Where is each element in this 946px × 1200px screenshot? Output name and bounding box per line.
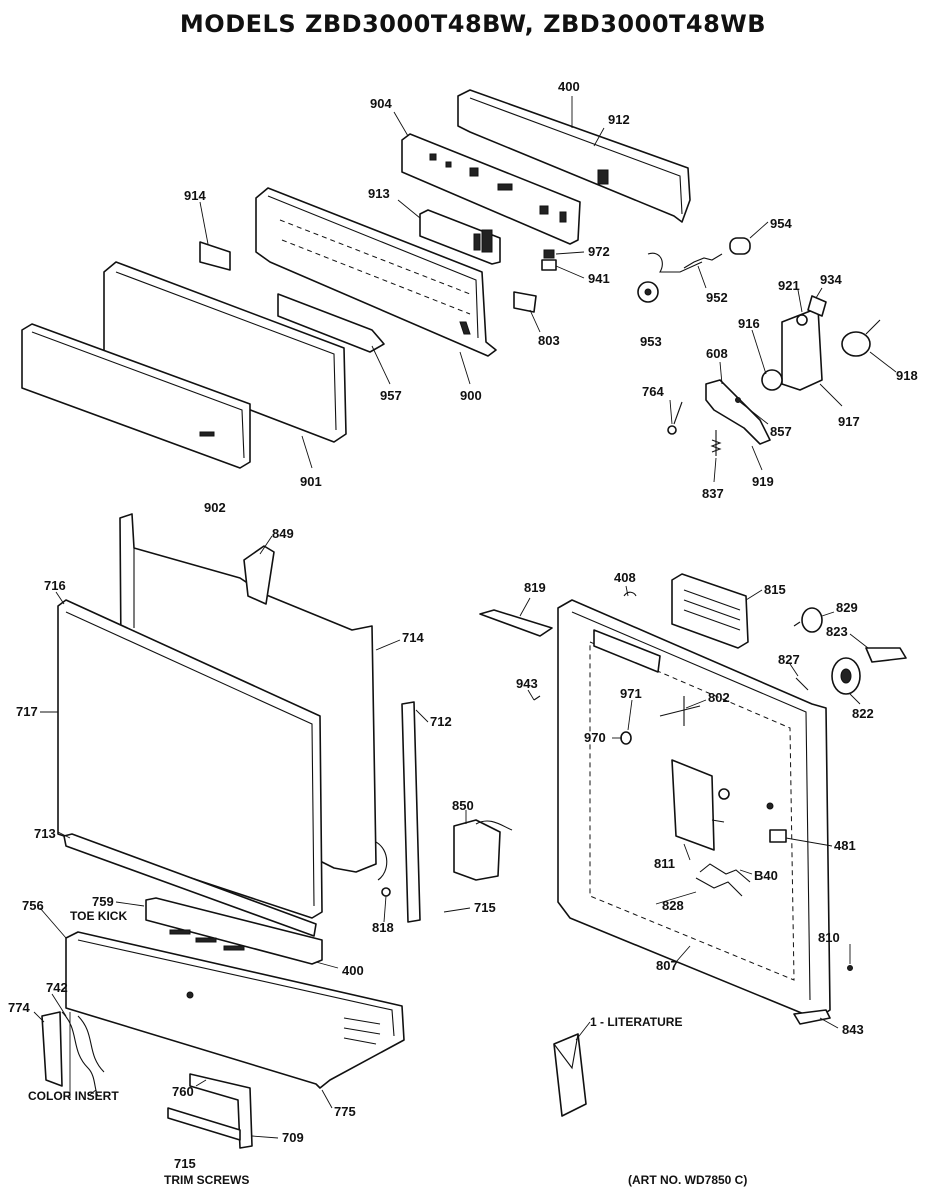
part-712-side-trim xyxy=(401,701,421,923)
parts-829-823-822-827 xyxy=(793,607,907,695)
part-957-strip xyxy=(277,293,385,353)
label-829: 829 xyxy=(836,600,858,615)
label-857: 857 xyxy=(770,424,792,439)
label-914: 914 xyxy=(184,188,206,203)
label-759: 759 xyxy=(92,894,114,909)
part-807-inner-door xyxy=(557,599,831,1019)
part-914-label xyxy=(199,241,231,271)
leader-lines xyxy=(33,96,897,1139)
part-labels: 400 912 904 914 913 972 941 954 921 934 … xyxy=(8,79,918,1187)
diagram-title: MODELS ZBD3000T48BW, ZBD3000T48WB xyxy=(179,10,767,38)
label-913: 913 xyxy=(368,186,390,201)
label-481: 481 xyxy=(834,838,856,853)
caption-toe-kick: TOE KICK xyxy=(70,909,127,923)
label-709: 709 xyxy=(282,1130,304,1145)
label-712: 712 xyxy=(430,714,452,729)
label-818: 818 xyxy=(372,920,394,935)
label-775: 775 xyxy=(334,1104,356,1119)
label-900: 900 xyxy=(460,388,482,403)
part-904-control-board xyxy=(401,133,581,245)
label-823: 823 xyxy=(826,624,848,639)
part-843-hinge xyxy=(793,1009,831,1025)
caption-trim-screws: TRIM SCREWS xyxy=(164,1173,249,1187)
label-408: 408 xyxy=(614,570,636,585)
label-971: 971 xyxy=(620,686,642,701)
label-912: 912 xyxy=(608,112,630,127)
part-756-lower-panel xyxy=(65,931,405,1089)
label-934: 934 xyxy=(820,272,842,287)
label-400-top: 400 xyxy=(558,79,580,94)
part-774-color-insert xyxy=(41,1011,105,1097)
label-837: 837 xyxy=(702,486,724,501)
label-742: 742 xyxy=(46,980,68,995)
label-917: 917 xyxy=(838,414,860,429)
part-front-panel xyxy=(21,323,251,469)
label-608: 608 xyxy=(706,346,728,361)
label-902: 902 xyxy=(204,500,226,515)
label-828: 828 xyxy=(662,898,684,913)
label-850: 850 xyxy=(452,798,474,813)
small-parts-972-941-803 xyxy=(513,249,557,313)
label-840: B40 xyxy=(754,868,778,883)
label-952: 952 xyxy=(706,290,728,305)
label-916: 916 xyxy=(738,316,760,331)
label-953: 953 xyxy=(640,334,662,349)
label-970: 970 xyxy=(584,730,606,745)
label-921: 921 xyxy=(778,278,800,293)
label-941: 941 xyxy=(588,271,610,286)
parts-917-918-921-934 xyxy=(761,295,881,391)
part-850-bracket xyxy=(453,819,513,881)
label-715-bottom: 715 xyxy=(174,1156,196,1171)
label-400-bottom: 400 xyxy=(342,963,364,978)
label-943: 943 xyxy=(516,676,538,691)
label-819: 819 xyxy=(524,580,546,595)
caption-literature: 1 - LITERATURE xyxy=(590,1015,682,1029)
label-713: 713 xyxy=(34,826,56,841)
label-802: 802 xyxy=(708,690,730,705)
part-713-trim-strip xyxy=(63,833,317,937)
label-849: 849 xyxy=(272,526,294,541)
label-811: 811 xyxy=(654,856,675,871)
part-759-toe-kick xyxy=(145,897,323,965)
label-807: 807 xyxy=(656,958,678,973)
art-number: (ART NO. WD7850 C) xyxy=(628,1173,747,1187)
label-815: 815 xyxy=(764,582,786,597)
label-810: 810 xyxy=(818,930,840,945)
part-912-bracket xyxy=(457,89,691,223)
literature-packet xyxy=(553,1033,587,1117)
label-972: 972 xyxy=(588,244,610,259)
label-714: 714 xyxy=(402,630,424,645)
label-827: 827 xyxy=(778,652,800,667)
label-774: 774 xyxy=(8,1000,30,1015)
label-715-mid: 715 xyxy=(474,900,496,915)
part-717-outer-door-panel xyxy=(57,599,323,919)
label-919: 919 xyxy=(752,474,774,489)
label-764: 764 xyxy=(642,384,664,399)
label-901: 901 xyxy=(300,474,322,489)
label-918: 918 xyxy=(896,368,918,383)
label-756: 756 xyxy=(22,898,44,913)
part-900-console-frame xyxy=(255,187,497,357)
label-803: 803 xyxy=(538,333,560,348)
label-717: 717 xyxy=(16,704,38,719)
label-822: 822 xyxy=(852,706,874,721)
label-957: 957 xyxy=(380,388,402,403)
part-815-vent xyxy=(671,573,749,649)
caption-color-insert: COLOR INSERT xyxy=(28,1089,119,1103)
small-screws xyxy=(533,591,853,971)
label-904: 904 xyxy=(370,96,392,111)
label-716: 716 xyxy=(44,578,66,593)
parts-952-954-953 xyxy=(637,237,751,303)
parts-919-lever-assembly xyxy=(667,379,771,456)
label-760: 760 xyxy=(172,1084,194,1099)
part-913-switch-assembly xyxy=(419,209,501,265)
part-819-strip xyxy=(479,609,553,637)
label-843: 843 xyxy=(842,1022,864,1037)
part-760-709-trim xyxy=(167,1073,253,1149)
label-954: 954 xyxy=(770,216,792,231)
